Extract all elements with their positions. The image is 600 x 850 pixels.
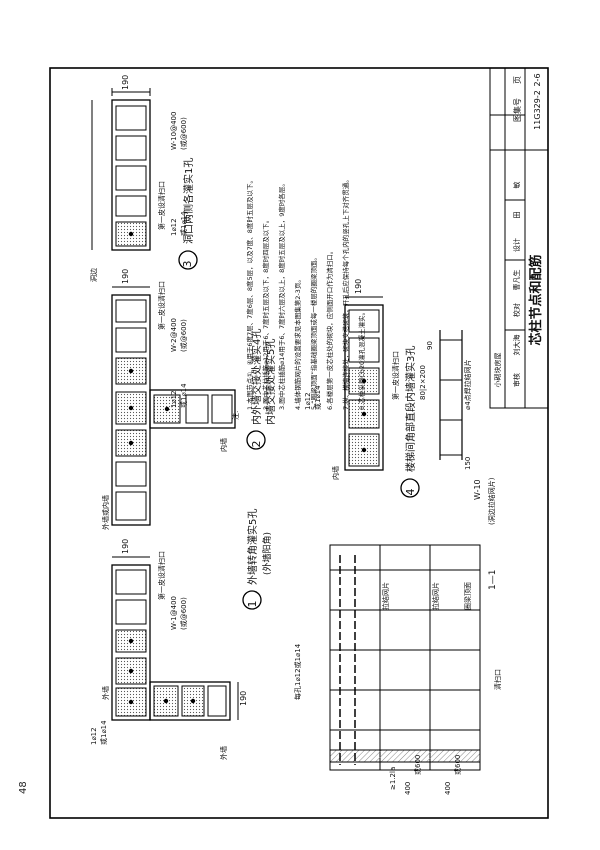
d3-alt600: (或@600) [179, 117, 188, 150]
d4-number: 4 [404, 489, 417, 496]
note-3: 3.图中芯柱插筋⌀14用于6、7度时六层及以上，8度时五层及以上，9度时各层。 [277, 180, 286, 410]
w10-dim-90: 90 [426, 341, 434, 350]
note-1: 1.本图节点①、④用于6度7层、7度6层、8度5层，以及7度、8度时五层及以下。 [245, 177, 254, 410]
d4-title: 楼梯间角部直段内墙灌实3孔 [404, 346, 417, 472]
atlas-number: 11G329-2 [533, 90, 542, 130]
page-label: 页 [513, 76, 522, 84]
section-or600-b: 或600 [453, 755, 462, 775]
d2-alt600: (或@600) [179, 319, 188, 352]
w10-title: W-10 [473, 479, 482, 500]
w10-note: (洞边拉结网片) [487, 477, 496, 525]
note-8: 8.芯柱采用Cb20灌孔混凝土灌实。 [357, 309, 366, 410]
d1-dim-190-side: 190 [239, 691, 248, 706]
d2-bar-b: 或1⌀14 [179, 383, 188, 408]
section-ring-beam: 圈梁顶面 [463, 582, 472, 610]
atlas-label: 图集号 [512, 98, 522, 122]
d3-number: 3 [181, 261, 194, 268]
d4-inner-wall: 内墙 [331, 466, 340, 480]
d4-bar-b: 或1⌀14 [313, 385, 322, 410]
note-5: 5.“圈梁顶面”指基础圈梁顶面或每一楼层的圈梁顶面。 [309, 254, 318, 410]
d1-dim-190-top: 190 [121, 539, 130, 554]
section-lap: ≥1.2la [389, 767, 397, 790]
w10-dim-mesh: 80|2×200 [419, 365, 427, 400]
section-or600-a: 或600 [413, 755, 422, 775]
section-1-1: 拉结网片 拉结网片 圈梁顶面 每孔1⌀12或1⌀14 清扫口 1—1 400 4… [293, 544, 502, 795]
section-tie-mesh-1: 拉结网片 [381, 582, 390, 610]
d1-outer-wall: 外墙 [101, 686, 110, 700]
d1-title: 外墙转角灌实5孔 [246, 509, 259, 585]
name-5: 田 [513, 212, 521, 219]
detail-2-junction: 190 外墙或内墙 内墙 W-2@400 (或@600) 1⌀12 或1⌀14 … [101, 269, 277, 530]
name-0: 审核 [512, 373, 521, 387]
name-6: 敏 [512, 182, 521, 189]
title-block: 芯柱节点和配筋 图集号 11G329-2 页 2-6 小砌块房屋 审核 刘大海 … [489, 67, 549, 409]
w10-mesh-detail: 80|2×200 90 ⌀4点焊拉结网片 150 W-10 (洞边拉结网片) [419, 330, 496, 525]
d2-inner-wall: 内墙 [219, 438, 228, 452]
d3-bar-a: 1⌀12 [170, 218, 178, 236]
d1-bar-b: 或1⌀14 [99, 720, 108, 745]
section-label: 1—1 [488, 570, 498, 590]
d2-w2: W-2@400 [170, 318, 178, 352]
note-2: 2.图中芯柱插筋⌀12用于6、7度时五层及以下，8度时四层及以下。 [261, 217, 270, 410]
w10-dim-150: 150 [464, 457, 472, 470]
detail-4-stair: 190 内墙 1⌀12 或1⌀14 第一皮设清扫口 4 楼梯间角部直段内墙灌实3… [304, 279, 420, 498]
group-label: 小砌块房屋 [493, 353, 502, 388]
name-4: 设计 [512, 238, 521, 252]
d3-opening-edge: 洞边 [89, 268, 98, 282]
section-dim-400-a: 400 [404, 782, 412, 795]
section-clean-port: 清扫口 [493, 669, 502, 690]
detail-1-corner: 190 190 外墙 外墙 1⌀12 或1⌀14 W-1@400 (或@600)… [90, 509, 273, 760]
d2-subtitle: 内墙交接处灌实5孔 [264, 339, 277, 425]
name-1: 刘大海 [512, 335, 521, 356]
d2-cleanout: 第一皮设清扫口 [157, 281, 166, 330]
d3-cleanout: 第一皮设清扫口 [157, 181, 166, 230]
sheet-frame [49, 67, 549, 819]
d1-cleanout: 第一皮设清扫口 [157, 551, 166, 600]
d2-outer-or-inner: 外墙或内墙 [101, 495, 110, 530]
name-3: 曹凡生 [512, 270, 521, 291]
d1-number: 1 [246, 601, 259, 608]
d1-alt600: (或@600) [179, 597, 188, 630]
d4-dim-190: 190 [354, 279, 363, 294]
d3-title: 洞口两侧各灌实1孔 [182, 158, 195, 244]
d2-title: 内外墙交接处灌实4孔 [250, 329, 263, 425]
d1-w1: W-1@400 [170, 596, 178, 630]
d4-cleanout: 第一皮设清扫口 [391, 351, 400, 400]
note-6: 6.各楼层第一皮芯柱处的砌块，应侧面开口作为清扫口。 [325, 248, 334, 410]
note-4: 4.墙体钢筋网片的设置要求见本图集第2-3页。 [293, 276, 302, 410]
d1-outer-wall-2: 外墙 [219, 746, 228, 760]
d2-number: 2 [250, 441, 263, 448]
d3-w10: W-10@400 [170, 112, 178, 150]
d2-dim-190: 190 [121, 269, 130, 284]
w10-spot-weld: ⌀4点焊拉结网片 [463, 359, 472, 410]
section-dim-400-b: 400 [444, 782, 452, 795]
section-every-hole: 每孔1⌀12或1⌀14 [293, 643, 302, 700]
page-code: 2-6 [533, 73, 542, 86]
d1-subtitle: (外墙阳角) [261, 532, 273, 575]
d1-bar-a: 1⌀12 [90, 727, 98, 745]
d3-bar-b: 或1⌀14 [179, 211, 188, 236]
title-text: 芯柱节点和配筋 [528, 254, 544, 345]
d4-bar-a: 1⌀12 [304, 392, 312, 410]
note-7: 7.纵、横墙连接处，砌块交搭砌筑，开孔后应保持每个孔内的竖孔上下对齐贯通。 [341, 176, 350, 410]
name-2: 校对 [512, 303, 521, 317]
d2-bar-a: 1⌀12 [170, 390, 178, 408]
section-tie-mesh-2: 拉结网片 [431, 582, 440, 610]
detail-3-opening: 190 洞边 1⌀12 或1⌀14 W-10@400 (或@600) 第一皮设清… [89, 75, 198, 282]
d3-dim-190: 190 [121, 75, 130, 90]
